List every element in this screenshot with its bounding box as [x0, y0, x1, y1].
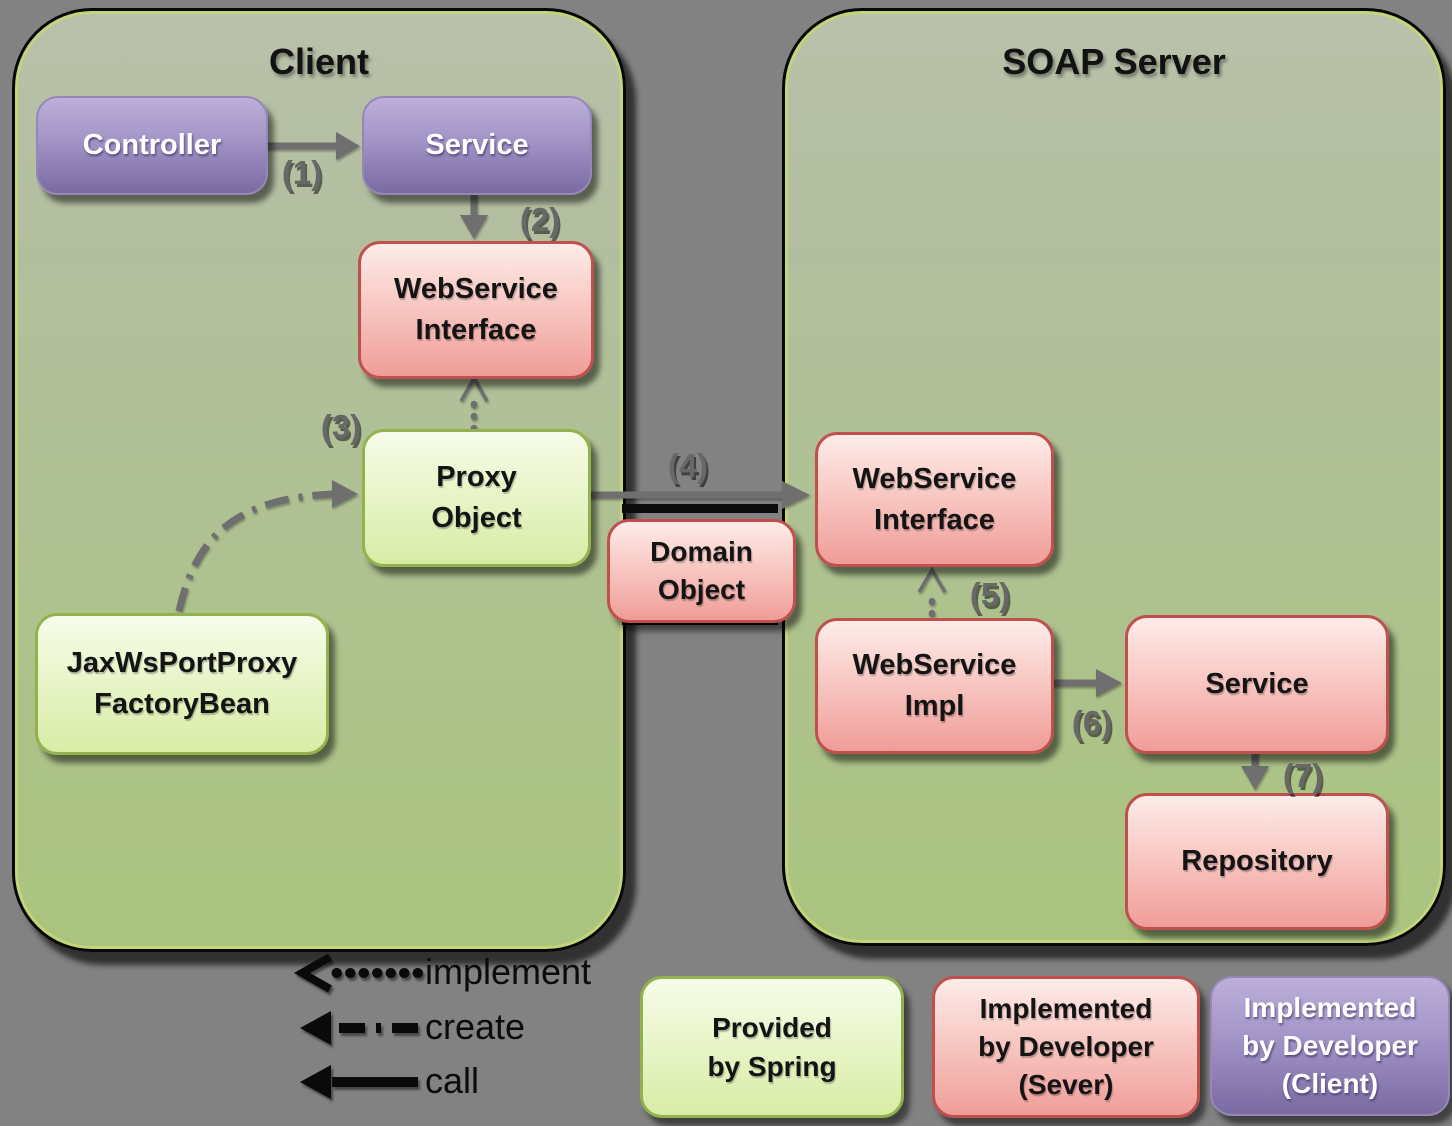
call-arrow-7 — [1241, 752, 1269, 790]
server-ws-impl-line1: WebService — [852, 649, 1017, 682]
legend-pink-line1: Implemented — [979, 993, 1153, 1025]
repository-node: Repository — [1125, 793, 1389, 930]
server-service-label: Service — [1205, 668, 1309, 701]
legend-box-implemented-server: Implemented by Developer (Sever) — [932, 976, 1200, 1118]
call-arrow-1 — [266, 132, 360, 160]
client-ws-interface-line1: WebService — [394, 273, 558, 306]
legend-pink-line3: (Sever) — [1018, 1068, 1114, 1100]
legend-purple-line3: (Client) — [1281, 1067, 1379, 1099]
arrow-label-4: (4) — [667, 447, 709, 484]
proxy-object-node: Proxy Object — [362, 429, 591, 567]
client-panel-title: Client — [268, 41, 369, 82]
client-ws-interface-line2: Interface — [415, 314, 537, 346]
arrow-label-7: (7) — [1282, 757, 1324, 794]
legend-implement-arrow — [293, 953, 423, 993]
arrow-label-1: (1) — [281, 154, 323, 191]
jaxws-factory-bean-node: JaxWsPortProxy FactoryBean — [35, 613, 329, 755]
server-ws-interface-node: WebService Interface — [815, 432, 1054, 567]
server-ws-impl-node: WebService Impl — [815, 618, 1054, 754]
proxy-object-line1: Proxy — [436, 461, 517, 494]
create-arrow-3 — [175, 480, 358, 612]
domain-object-line1: Domain — [650, 536, 753, 568]
server-ws-interface-line2: Interface — [874, 503, 995, 536]
domain-object-node: Domain Object — [607, 519, 796, 623]
legend-implement-label: implement — [425, 951, 592, 993]
legend-call-label: call — [425, 1060, 480, 1102]
client-ws-interface-node: WebService Interface — [358, 241, 594, 379]
implement-arrow-5 — [917, 566, 947, 618]
legend-call-arrow — [300, 1065, 418, 1099]
legend-create-label: create — [425, 1006, 526, 1048]
client-service-label: Service — [425, 129, 529, 162]
jaxws-line1: JaxWsPortProxy — [66, 647, 298, 680]
call-arrow-6 — [1052, 669, 1122, 697]
server-ws-interface-line1: WebService — [852, 462, 1017, 495]
legend-green-line1: Provided — [712, 1011, 832, 1043]
arrow-label-3: (3) — [320, 408, 362, 445]
legend-box-implemented-client: Implemented by Developer (Client) — [1210, 976, 1450, 1116]
implement-arrow-proxy — [459, 374, 489, 433]
domain-object-line2: Object — [657, 574, 746, 605]
legend-pink-line2: by Developer — [978, 1031, 1154, 1063]
gap-shadow-band-top — [622, 504, 778, 513]
jaxws-line2: FactoryBean — [94, 688, 270, 720]
legend-create-arrow — [300, 1011, 418, 1045]
repository-label: Repository — [1181, 845, 1333, 878]
legend-purple-line2: by Developer — [1242, 1030, 1418, 1062]
legend-green-line2: by Spring — [707, 1051, 837, 1082]
client-service-node: Service — [362, 96, 592, 195]
controller-node: Controller — [36, 96, 268, 195]
legend-purple-line1: Implemented — [1243, 992, 1417, 1024]
call-arrow-2 — [460, 194, 488, 239]
arrow-label-5: (5) — [969, 576, 1011, 613]
server-service-node: Service — [1125, 615, 1389, 754]
proxy-object-line2: Object — [431, 502, 522, 534]
call-arrow-4 — [590, 481, 810, 509]
arrow-label-2: (2) — [519, 201, 561, 238]
legend-box-provided-by-spring: Provided by Spring — [640, 976, 904, 1118]
soap-server-panel-title: SOAP Server — [1002, 41, 1226, 82]
controller-label: Controller — [82, 129, 222, 162]
server-ws-impl-line2: Impl — [904, 690, 965, 722]
arrow-label-6: (6) — [1071, 704, 1113, 741]
